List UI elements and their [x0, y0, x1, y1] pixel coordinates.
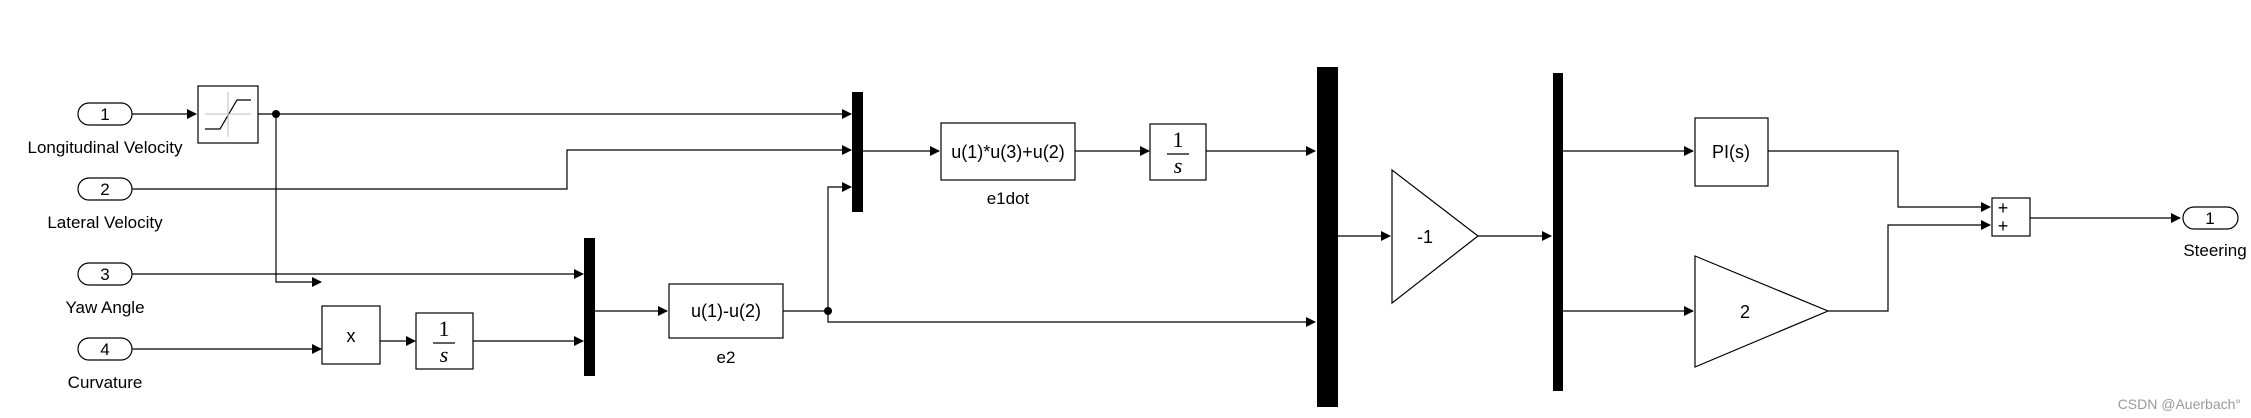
inport-3[interactable]: 3 Yaw Angle [65, 262, 145, 317]
fcn-e2-name: e2 [717, 348, 736, 367]
signal-gain2-to-sum [1828, 220, 1991, 312]
mux-1[interactable] [852, 92, 863, 212]
outport-1-label: Steering [2183, 241, 2246, 260]
pi-controller-block[interactable]: PI(s) [1694, 117, 1769, 187]
mux-big[interactable] [1317, 67, 1338, 407]
inport-2-label: Lateral Velocity [47, 213, 163, 232]
integrator-2-numerator: 1 [1173, 127, 1184, 152]
mux-2[interactable] [584, 238, 595, 376]
gain-2-block[interactable]: 2 [1694, 255, 1830, 368]
inport-3-number: 3 [100, 265, 109, 284]
inport-4-number: 4 [100, 340, 109, 359]
product-block[interactable]: x [321, 305, 381, 365]
signal-lines [124, 109, 2181, 354]
inport-3-label: Yaw Angle [65, 298, 144, 317]
integrator-2-denominator: s [1174, 153, 1183, 178]
signal-e2-to-mux1 [827, 182, 852, 311]
integrator-block-1[interactable]: 1 s [415, 312, 474, 370]
integrator-1-numerator: 1 [439, 316, 450, 341]
watermark: CSDN @Auerbach° [2118, 396, 2241, 412]
gain-negative-block[interactable]: -1 [1391, 168, 1479, 305]
gain-2-value: 2 [1740, 302, 1750, 322]
outport-1-number: 1 [2205, 209, 2214, 228]
fcn-e2-expression: u(1)-u(2) [691, 301, 761, 321]
inport-4-label: Curvature [68, 373, 143, 392]
demux[interactable] [1553, 73, 1563, 391]
inport-4[interactable]: 4 Curvature [68, 337, 143, 392]
pi-controller-label: PI(s) [1712, 142, 1750, 162]
signal-fcn2-to-bigmux [783, 310, 1316, 327]
fcn-e1dot-block[interactable]: u(1)*u(3)+u(2) e1dot [940, 122, 1076, 208]
outport-1[interactable]: 1 Steering [2182, 206, 2247, 260]
inport-1-label: Longitudinal Velocity [27, 138, 183, 157]
fcn-e1dot-name: e1dot [987, 189, 1030, 208]
sum-sign-1: + [1998, 198, 2009, 218]
fcn-e2-block[interactable]: u(1)-u(2) e2 [668, 283, 784, 367]
branch-point-velocity [272, 110, 280, 118]
branch-point-e2 [824, 307, 832, 315]
inport-2[interactable]: 2 Lateral Velocity [47, 177, 163, 232]
saturation-block[interactable] [197, 85, 259, 144]
inport-2-number: 2 [100, 180, 109, 199]
signal-pi-to-sum [1768, 150, 1991, 212]
integrator-block-2[interactable]: 1 s [1149, 123, 1207, 181]
gain-negative-value: -1 [1417, 227, 1433, 247]
inport-1-number: 1 [100, 105, 109, 124]
fcn-e1dot-expression: u(1)*u(3)+u(2) [951, 142, 1065, 162]
integrator-1-denominator: s [440, 342, 449, 367]
signal-velocity-to-product [275, 114, 322, 287]
signal-in2-to-mux1 [124, 145, 852, 190]
sum-sign-2: + [1998, 216, 2009, 236]
sum-block[interactable]: + + [1991, 197, 2031, 237]
product-label: x [347, 326, 356, 346]
inport-1[interactable]: 1 Longitudinal Velocity [27, 102, 183, 157]
